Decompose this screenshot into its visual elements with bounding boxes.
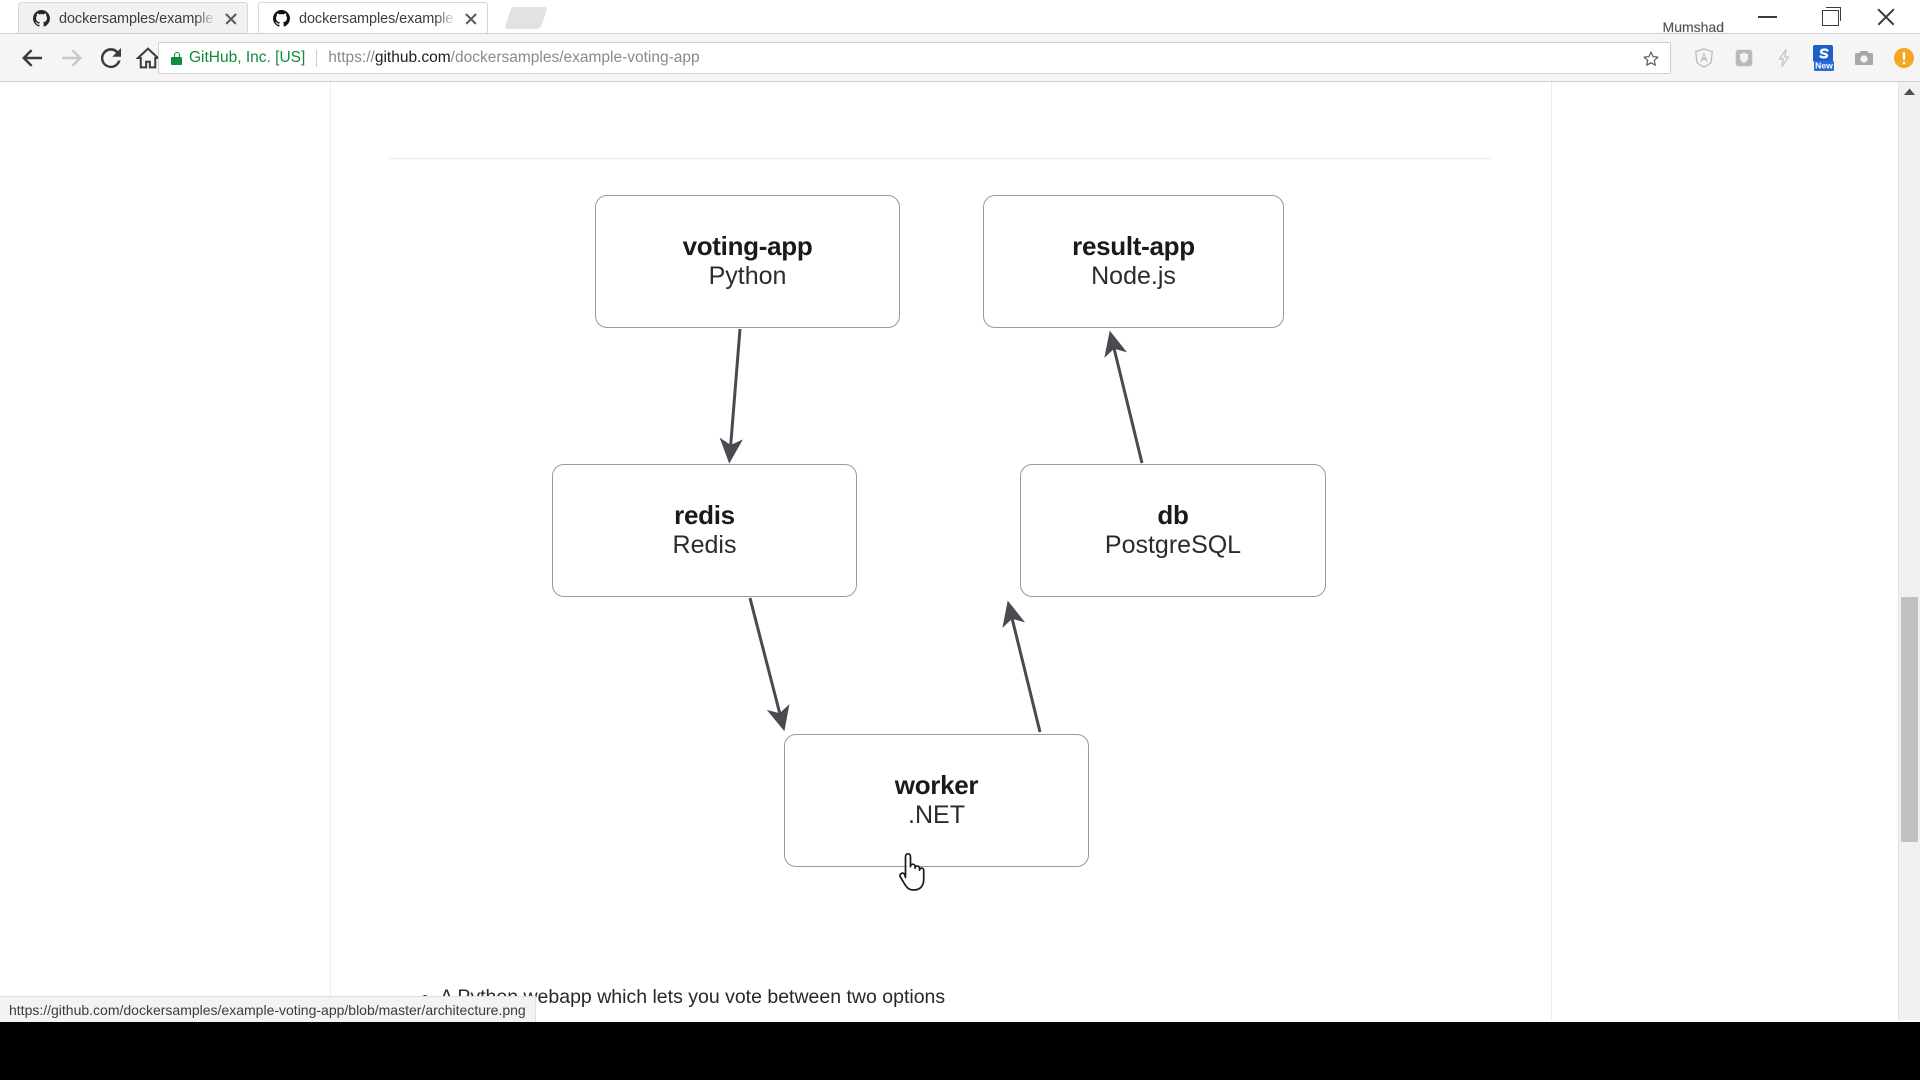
diagram-node-redis[interactable]: redis Redis	[552, 464, 857, 597]
new-tab-button[interactable]	[504, 7, 548, 29]
home-icon[interactable]	[133, 43, 163, 73]
tab-dockersamples-1[interactable]: dockersamples/example	[18, 2, 248, 34]
lock-icon	[171, 51, 182, 65]
node-subtitle: .NET	[908, 801, 965, 830]
tab-strip: dockersamples/example dockersamples/exam…	[0, 0, 1920, 35]
tab-close-icon[interactable]	[461, 9, 481, 29]
architecture-diagram[interactable]: voting-app Python result-app Node.js red…	[330, 82, 1552, 1020]
tab-title: dockersamples/example	[59, 10, 214, 27]
node-title: worker	[894, 770, 979, 801]
alert-icon[interactable]	[1884, 43, 1920, 73]
back-arrow-icon[interactable]	[17, 43, 47, 73]
url-host: github.com	[374, 49, 451, 66]
node-title: db	[1157, 500, 1189, 531]
tab-dockersamples-2[interactable]: dockersamples/example	[258, 2, 488, 34]
browser-toolbar: GitHub, Inc. [US] https://github.com/doc…	[0, 34, 1920, 82]
security-indicator: GitHub, Inc. [US]	[159, 49, 305, 67]
lightning-icon[interactable]	[1764, 43, 1804, 73]
forward-arrow-icon	[57, 43, 87, 73]
url-scheme: https://	[328, 49, 375, 66]
github-icon	[33, 10, 50, 27]
horizontal-rule	[388, 158, 1492, 159]
list-item: lects new votes	[440, 1012, 1468, 1020]
security-org-label: GitHub, Inc. [US]	[189, 49, 306, 66]
page-bullet-list: A Python webapp which lets you vote betw…	[418, 982, 1468, 1020]
diagram-arrows	[719, 328, 1144, 733]
edge-db-to-result-app	[1104, 330, 1144, 464]
status-bar: https://github.com/dockersamples/example…	[0, 996, 536, 1022]
url-path: /dockersamples/example-voting-app	[450, 49, 700, 66]
diagram-node-result-app[interactable]: result-app Node.js	[983, 195, 1284, 328]
close-icon[interactable]	[1858, 0, 1914, 32]
diagram-node-voting-app[interactable]: voting-app Python	[595, 195, 900, 328]
scroll-up-arrow-icon[interactable]	[1899, 82, 1920, 102]
url-text[interactable]: https://github.com/dockersamples/example…	[328, 49, 699, 67]
tab-close-icon[interactable]	[221, 9, 241, 29]
diagram-node-worker[interactable]: worker .NET	[784, 734, 1089, 867]
extension-toolbar: New	[1684, 43, 1920, 73]
scribe-icon[interactable]: New	[1804, 43, 1844, 73]
page-viewport: voting-app Python result-app Node.js red…	[0, 82, 1920, 1020]
address-bar[interactable]: GitHub, Inc. [US] https://github.com/doc…	[158, 42, 1671, 74]
tab-title: dockersamples/example	[299, 10, 454, 27]
edge-voting-app-to-redis	[719, 328, 743, 464]
diagram-node-db[interactable]: db PostgreSQL	[1020, 464, 1326, 597]
node-title: redis	[674, 500, 735, 531]
tab-strip-divider	[0, 33, 1920, 34]
shield-icon[interactable]	[1724, 43, 1764, 73]
edge-worker-to-db	[1002, 600, 1042, 733]
list-item: A Python webapp which lets you vote betw…	[440, 982, 1468, 1012]
window-controls	[1740, 0, 1920, 34]
node-title: result-app	[1072, 231, 1195, 262]
reload-icon[interactable]	[96, 43, 126, 73]
scrollbar-thumb[interactable]	[1901, 597, 1918, 842]
vertical-scrollbar[interactable]	[1898, 82, 1920, 1020]
star-icon[interactable]	[1640, 48, 1662, 70]
profile-name-label[interactable]: Mumshad	[1662, 19, 1724, 35]
angular-icon[interactable]	[1684, 43, 1724, 73]
omnibox-divider	[316, 49, 318, 67]
screen-bottom-letterbox	[0, 1022, 1920, 1080]
status-bar-url: https://github.com/dockersamples/example…	[9, 1001, 526, 1018]
svg-text:New: New	[1815, 61, 1833, 71]
node-subtitle: Node.js	[1091, 262, 1176, 291]
node-subtitle: PostgreSQL	[1104, 531, 1242, 560]
node-subtitle: Python	[708, 262, 787, 291]
edge-redis-to-worker	[748, 597, 790, 732]
mouse-cursor-pointer	[894, 850, 928, 894]
github-icon	[273, 10, 290, 27]
maximize-icon[interactable]	[1802, 0, 1858, 32]
camera-icon[interactable]	[1844, 43, 1884, 73]
minimize-icon[interactable]	[1740, 0, 1796, 32]
node-subtitle: Redis	[672, 531, 737, 560]
node-title: voting-app	[682, 231, 813, 262]
page-left-margin	[0, 164, 330, 1020]
